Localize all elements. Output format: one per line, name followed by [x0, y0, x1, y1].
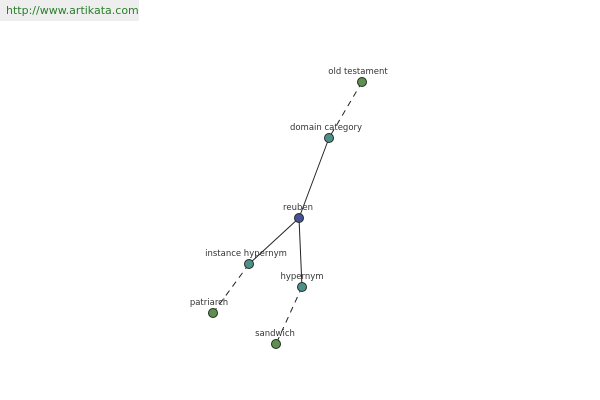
node-label-patriarch: patriarch: [190, 298, 228, 308]
edge-reuben-to-hypernym: [298, 217, 303, 288]
site-url-link[interactable]: http://www.artikata.com: [0, 0, 139, 21]
node-sandwich[interactable]: [271, 339, 281, 349]
node-reuben[interactable]: [294, 213, 304, 223]
node-label-hypernym: hypernym: [280, 272, 323, 282]
node-old-testament[interactable]: [357, 77, 367, 87]
labels-layer: old testament domain category reuben instan…: [190, 67, 389, 339]
node-hypernym[interactable]: [297, 282, 307, 292]
node-label-reuben: reuben: [283, 203, 313, 213]
node-instance-hypernym[interactable]: [244, 259, 254, 269]
edges-layer: [212, 81, 363, 345]
node-domain-category[interactable]: [324, 133, 334, 143]
node-label-instance-hypernym: instance hypernym: [205, 249, 287, 259]
node-label-domain-category: domain category: [290, 123, 362, 133]
edge-domain-category-to-reuben: [298, 137, 330, 219]
node-label-sandwich: sandwich: [255, 329, 295, 339]
node-patriarch[interactable]: [208, 308, 218, 318]
node-label-old-testament: old testament: [328, 67, 388, 77]
nodes-layer: [208, 77, 367, 349]
edge-reuben-to-instance-hypernym: [248, 217, 300, 265]
